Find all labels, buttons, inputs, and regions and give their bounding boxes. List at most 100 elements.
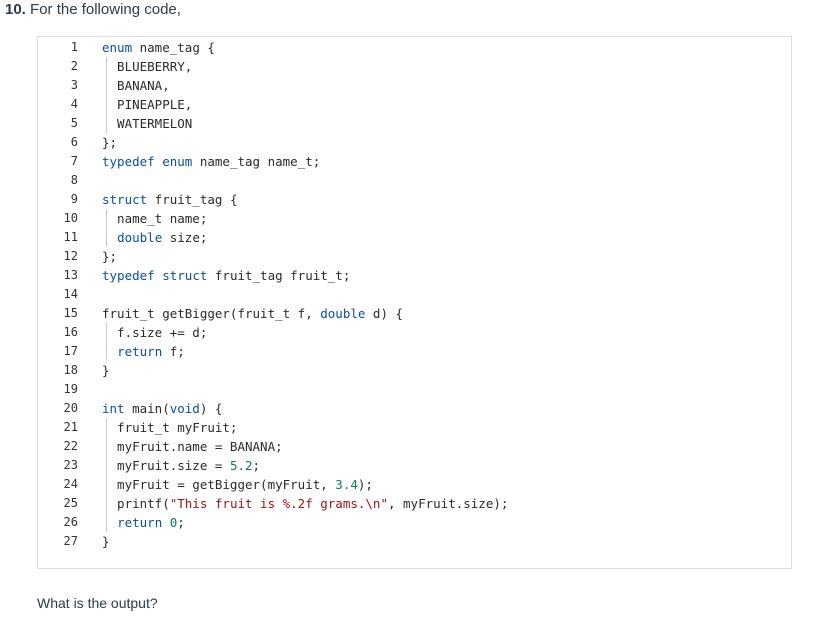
code-token: } [102,363,110,378]
indent-guide [106,494,107,513]
line-number: 9 [70,192,78,206]
line-number: 23 [63,458,78,472]
code-line: 23 myFruit.size = 5.2; [38,456,791,475]
code-text: myFruit.name = BANANA; [102,437,283,456]
code-text: enum name_tag { [102,38,215,57]
line-number: 14 [63,287,78,301]
code-token: printf( [102,496,170,511]
code-token: name_tag name_t; [192,154,321,169]
code-text: f.size += d; [102,323,207,342]
code-line: 5 WATERMELON [38,114,791,133]
code-token: ); [357,477,373,492]
indent-guide [106,114,107,133]
code-line: 19 [38,380,791,399]
line-number: 11 [63,230,78,244]
code-text: double size; [102,228,207,247]
code-text: BANANA, [102,76,170,95]
code-token-kw: struct [162,268,208,283]
indent-guide [106,323,107,342]
question-header: 10. For the following code, [5,0,181,20]
code-line: 26 return 0; [38,513,791,532]
code-token-num: 3.4 [335,477,358,492]
code-token: size; [162,230,208,245]
line-number: 25 [63,496,78,510]
line-number: 24 [63,477,78,491]
indent-guide [106,342,107,361]
line-number: 8 [70,173,78,187]
code-token-str: "This fruit is %.2f grams.\n" [169,496,388,511]
code-text: } [102,361,110,380]
indent-guide [106,76,107,95]
code-line: 4 PINEAPPLE, [38,95,791,114]
line-number: 16 [63,325,78,339]
code-token: ; [252,458,261,473]
code-token-kw: enum [162,154,193,169]
code-token-kw: typedef [102,268,155,283]
code-text: name_t name; [102,209,207,228]
code-text: printf("This fruit is %.2f grams.\n", my… [102,494,508,513]
code-token: }; [102,135,118,150]
code-line: 11 double size; [38,228,791,247]
indent-guide [106,95,107,114]
code-line: 3 BANANA, [38,76,791,95]
line-number: 10 [63,211,78,225]
code-token-kw: double [117,230,163,245]
code-text: return f; [102,342,185,361]
code-token [102,515,117,530]
code-token: fruit_tag fruit_t; [207,268,351,283]
code-text: typedef struct fruit_tag fruit_t; [102,266,350,285]
code-text: myFruit = getBigger(myFruit, 3.4); [102,475,373,494]
code-token: myFruit = getBigger(myFruit, [102,477,336,492]
line-number: 17 [63,344,78,358]
code-text: }; [102,247,117,266]
code-token: ) { [199,401,223,416]
indent-guide [106,418,107,437]
code-text: struct fruit_tag { [102,190,237,209]
code-token: name_t name; [102,211,208,226]
code-line: 8 [38,171,791,190]
code-text: typedef enum name_tag name_t; [102,152,320,171]
code-token: }; [102,249,118,264]
code-token-num: 0 [169,515,178,530]
code-text: }; [102,133,117,152]
code-text: myFruit.size = 5.2; [102,456,260,475]
code-token: } [102,534,110,549]
code-token: fruit_t getBigger(fruit_t f, [102,306,321,321]
code-line: 21 fruit_t myFruit; [38,418,791,437]
code-token: myFruit.name = BANANA; [102,439,283,454]
code-line: 24 myFruit = getBigger(myFruit, 3.4); [38,475,791,494]
code-token: f; [162,344,185,359]
code-token-kw: void [169,401,200,416]
code-text: PINEAPPLE, [102,95,192,114]
code-line: 18} [38,361,791,380]
code-line: 6}; [38,133,791,152]
code-token: fruit_tag { [147,192,238,207]
code-token [162,515,170,530]
code-text: fruit_t myFruit; [102,418,237,437]
code-token: WATERMELON [102,116,193,131]
indent-guide [106,475,107,494]
code-token: PINEAPPLE, [102,97,193,112]
code-token-kw: return [117,344,163,359]
code-token-kw: int [102,401,125,416]
line-number: 27 [63,534,78,548]
indent-guide [106,228,107,247]
code-token: , myFruit.size); [387,496,509,511]
line-number: 13 [63,268,78,282]
line-number: 19 [63,382,78,396]
code-text: return 0; [102,513,185,532]
code-token: myFruit.size = [102,458,230,473]
indent-guide [106,513,107,532]
question-number: 10. [5,1,26,18]
code-line: 17 return f; [38,342,791,361]
code-line: 14 [38,285,791,304]
line-number: 3 [70,78,78,92]
code-token [102,230,117,245]
code-line: 10 name_t name; [38,209,791,228]
code-line: 22 myFruit.name = BANANA; [38,437,791,456]
